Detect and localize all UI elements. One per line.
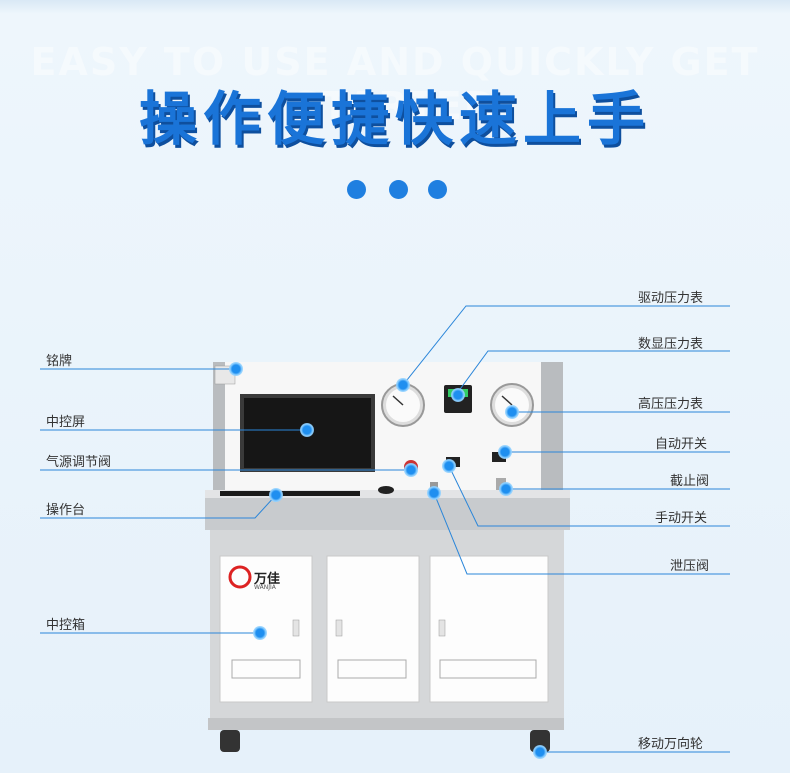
label-air-valve: 气源调节阀 bbox=[46, 455, 112, 470]
point-control-box bbox=[253, 626, 267, 640]
label-high-gauge: 高压压力表 bbox=[638, 397, 704, 412]
ghost-subtitle: EASY TO USE AND QUICKLY GET STARTED bbox=[30, 40, 760, 128]
dot-1 bbox=[347, 180, 366, 199]
label-stop-valve: 截止阀 bbox=[670, 474, 710, 489]
point-relief-valve bbox=[427, 486, 441, 500]
top-rule bbox=[0, 0, 790, 14]
label-drive-gauge: 驱动压力表 bbox=[638, 291, 704, 306]
point-high-gauge bbox=[505, 405, 519, 419]
brand-logo-sub: WANJIA bbox=[254, 584, 276, 591]
point-caster bbox=[533, 745, 547, 759]
label-nameplate: 铭牌 bbox=[46, 354, 73, 369]
label-relief-valve: 泄压阀 bbox=[670, 559, 710, 574]
label-manual-switch: 手动开关 bbox=[655, 511, 708, 526]
point-auto-switch bbox=[498, 445, 512, 459]
dot-2 bbox=[389, 180, 408, 199]
label-caster: 移动万向轮 bbox=[638, 737, 704, 752]
point-digital-gauge bbox=[451, 388, 465, 402]
point-screen bbox=[300, 423, 314, 437]
label-auto-switch: 自动开关 bbox=[655, 437, 708, 452]
point-nameplate bbox=[229, 362, 243, 376]
point-air-valve bbox=[404, 463, 418, 477]
dot-indicator bbox=[347, 180, 457, 200]
point-console bbox=[269, 488, 283, 502]
page-title: 操作便捷快速上手 bbox=[138, 85, 651, 153]
label-control-box: 中控箱 bbox=[46, 618, 86, 633]
point-stop-valve bbox=[499, 482, 513, 496]
label-digital-gauge: 数显压力表 bbox=[638, 337, 704, 352]
brand-logo: 万佳 bbox=[254, 572, 281, 587]
label-control-screen: 中控屏 bbox=[46, 415, 86, 430]
point-drive-gauge bbox=[396, 378, 410, 392]
label-console: 操作台 bbox=[46, 503, 86, 518]
dot-3 bbox=[428, 180, 447, 199]
point-manual-switch bbox=[442, 459, 456, 473]
